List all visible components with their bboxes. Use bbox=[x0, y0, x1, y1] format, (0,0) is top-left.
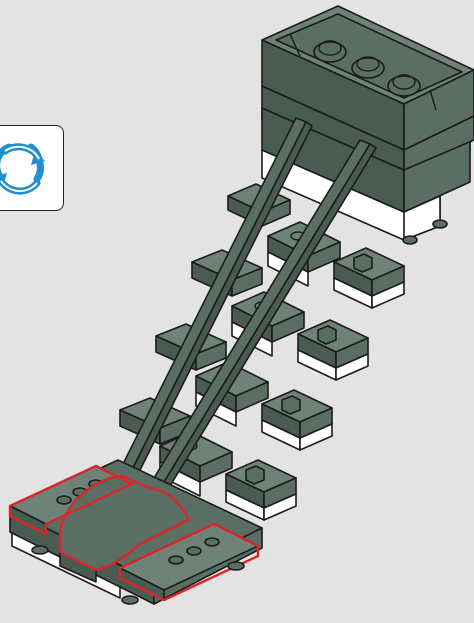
base-plate-assembly bbox=[10, 460, 262, 604]
